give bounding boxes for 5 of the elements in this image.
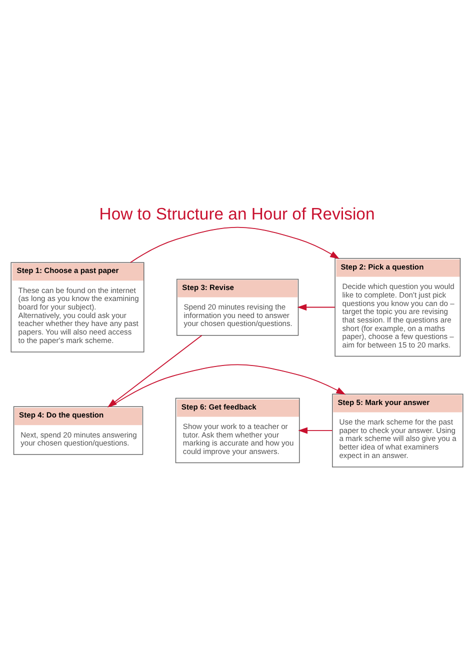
- arrow: [110, 364, 346, 408]
- diagram-title: How to Structure an Hour of Revision: [99, 204, 375, 224]
- arrow: [298, 427, 333, 434]
- arrow: [130, 226, 340, 263]
- arrow: [297, 304, 336, 311]
